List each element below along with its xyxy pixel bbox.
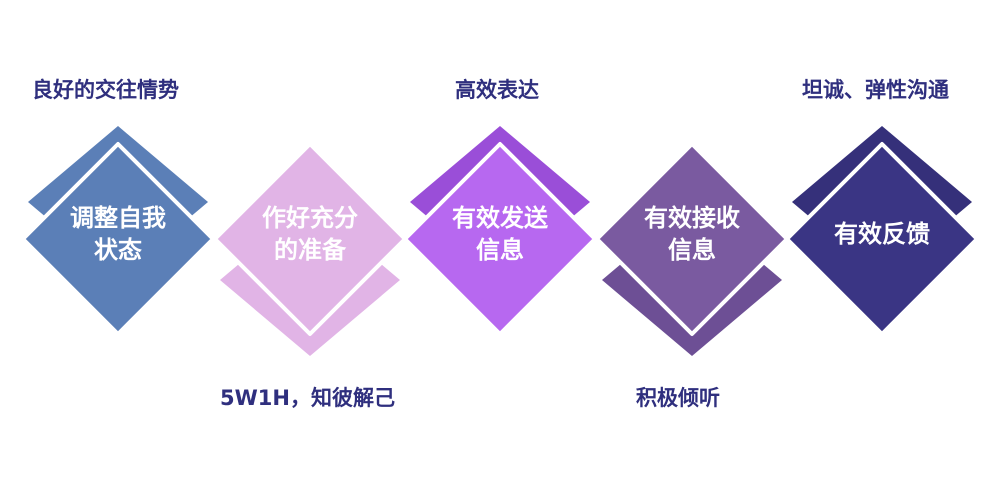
step-line-2: 状态 — [94, 236, 142, 264]
step-diamond-full-preparation: 作好充分 的准备 — [200, 124, 420, 356]
diamond-shape — [403, 126, 597, 336]
diamond-shape — [785, 126, 979, 336]
step-line-1: 有效反馈 — [834, 220, 930, 248]
step-text: 有效反馈 — [802, 218, 962, 250]
top-label-interaction-situation: 良好的交往情势 — [32, 78, 179, 102]
diamond-shape — [595, 142, 789, 356]
step-diamond-receive-info: 有效接收 信息 — [582, 124, 802, 356]
step-diamond-adjust-self: 调整自我 状态 — [8, 124, 228, 344]
bottom-label-active-listening: 积极倾听 — [636, 386, 720, 410]
step-text: 调整自我 状态 — [38, 202, 198, 266]
step-diamond-send-info: 有效发送 信息 — [390, 124, 610, 344]
step-line-1: 有效发送 — [452, 204, 548, 232]
bottom-label-5w1h: 5W1H，知彼解己 — [220, 386, 395, 410]
step-line-1: 作好充分 — [262, 204, 358, 232]
step-text: 有效发送 信息 — [420, 202, 580, 266]
diamond-shape — [213, 142, 407, 356]
step-line-2: 的准备 — [274, 236, 346, 264]
top-label-efficient-expression: 高效表达 — [455, 78, 539, 102]
step-diamond-effective-feedback: 有效反馈 — [772, 124, 992, 344]
top-label-candid-communication: 坦诚、弹性沟通 — [802, 78, 949, 102]
step-text: 作好充分 的准备 — [230, 202, 390, 266]
step-line-2: 信息 — [476, 236, 524, 264]
step-line-1: 调整自我 — [70, 204, 166, 232]
step-text: 有效接收 信息 — [612, 202, 772, 266]
step-line-2: 信息 — [668, 236, 716, 264]
step-line-1: 有效接收 — [644, 204, 740, 232]
diamond-shape — [21, 126, 215, 336]
